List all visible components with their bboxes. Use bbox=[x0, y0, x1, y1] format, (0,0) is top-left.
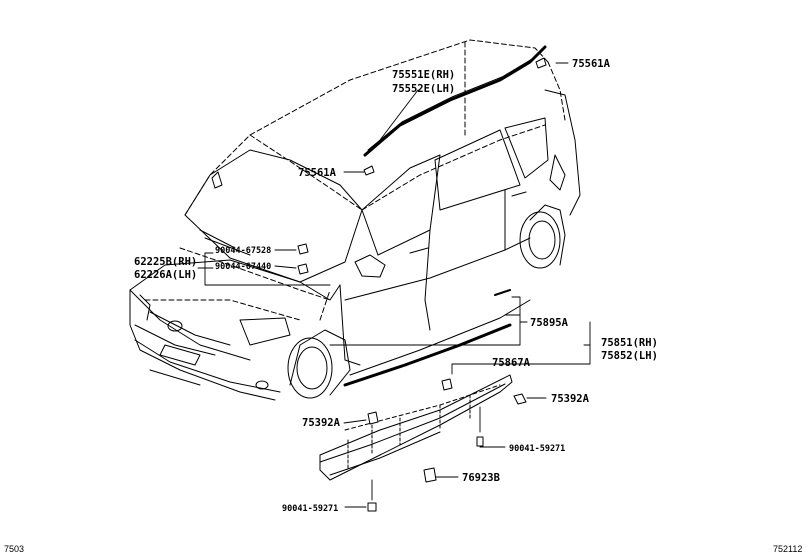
label-75851: 75851(RH) bbox=[601, 337, 658, 349]
label-75561A-mid: 75561A bbox=[298, 167, 337, 179]
leader-lines bbox=[197, 62, 591, 508]
label-90041-59271-bottom: 90041-59271 bbox=[282, 504, 338, 514]
label-75392A-right: 75392A bbox=[551, 393, 590, 405]
label-75852: 75852(LH) bbox=[601, 350, 658, 362]
label-90041-59271-right: 90041-59271 bbox=[509, 444, 565, 454]
label-90044-67528: 90044-67528 bbox=[215, 246, 271, 256]
label-75867A: 75867A bbox=[492, 357, 531, 369]
label-90044-67440: 90044-67440 bbox=[215, 262, 271, 272]
label-75561A-top: 75561A bbox=[572, 58, 611, 70]
footer-right-code: 752112 bbox=[773, 544, 802, 554]
car-roof-outline bbox=[144, 39, 566, 321]
part-labels: 75561A 75551E(RH) 75552E(LH) 75561A 9004… bbox=[134, 58, 658, 514]
side-moldings bbox=[343, 289, 512, 387]
rocker-molding bbox=[319, 374, 513, 481]
label-75895A: 75895A bbox=[530, 317, 569, 329]
label-76923B: 76923B bbox=[462, 472, 500, 484]
label-62225B: 62225B(RH) bbox=[134, 256, 197, 268]
footer-left-code: 7503 bbox=[4, 544, 24, 554]
label-75552E: 75552E(LH) bbox=[392, 83, 455, 95]
label-62226A: 62226A(LH) bbox=[134, 269, 197, 281]
label-75392A-left: 75392A bbox=[302, 417, 341, 429]
label-75551E: 75551E(RH) bbox=[392, 69, 455, 81]
car-body bbox=[129, 45, 581, 401]
fasteners bbox=[297, 243, 527, 512]
